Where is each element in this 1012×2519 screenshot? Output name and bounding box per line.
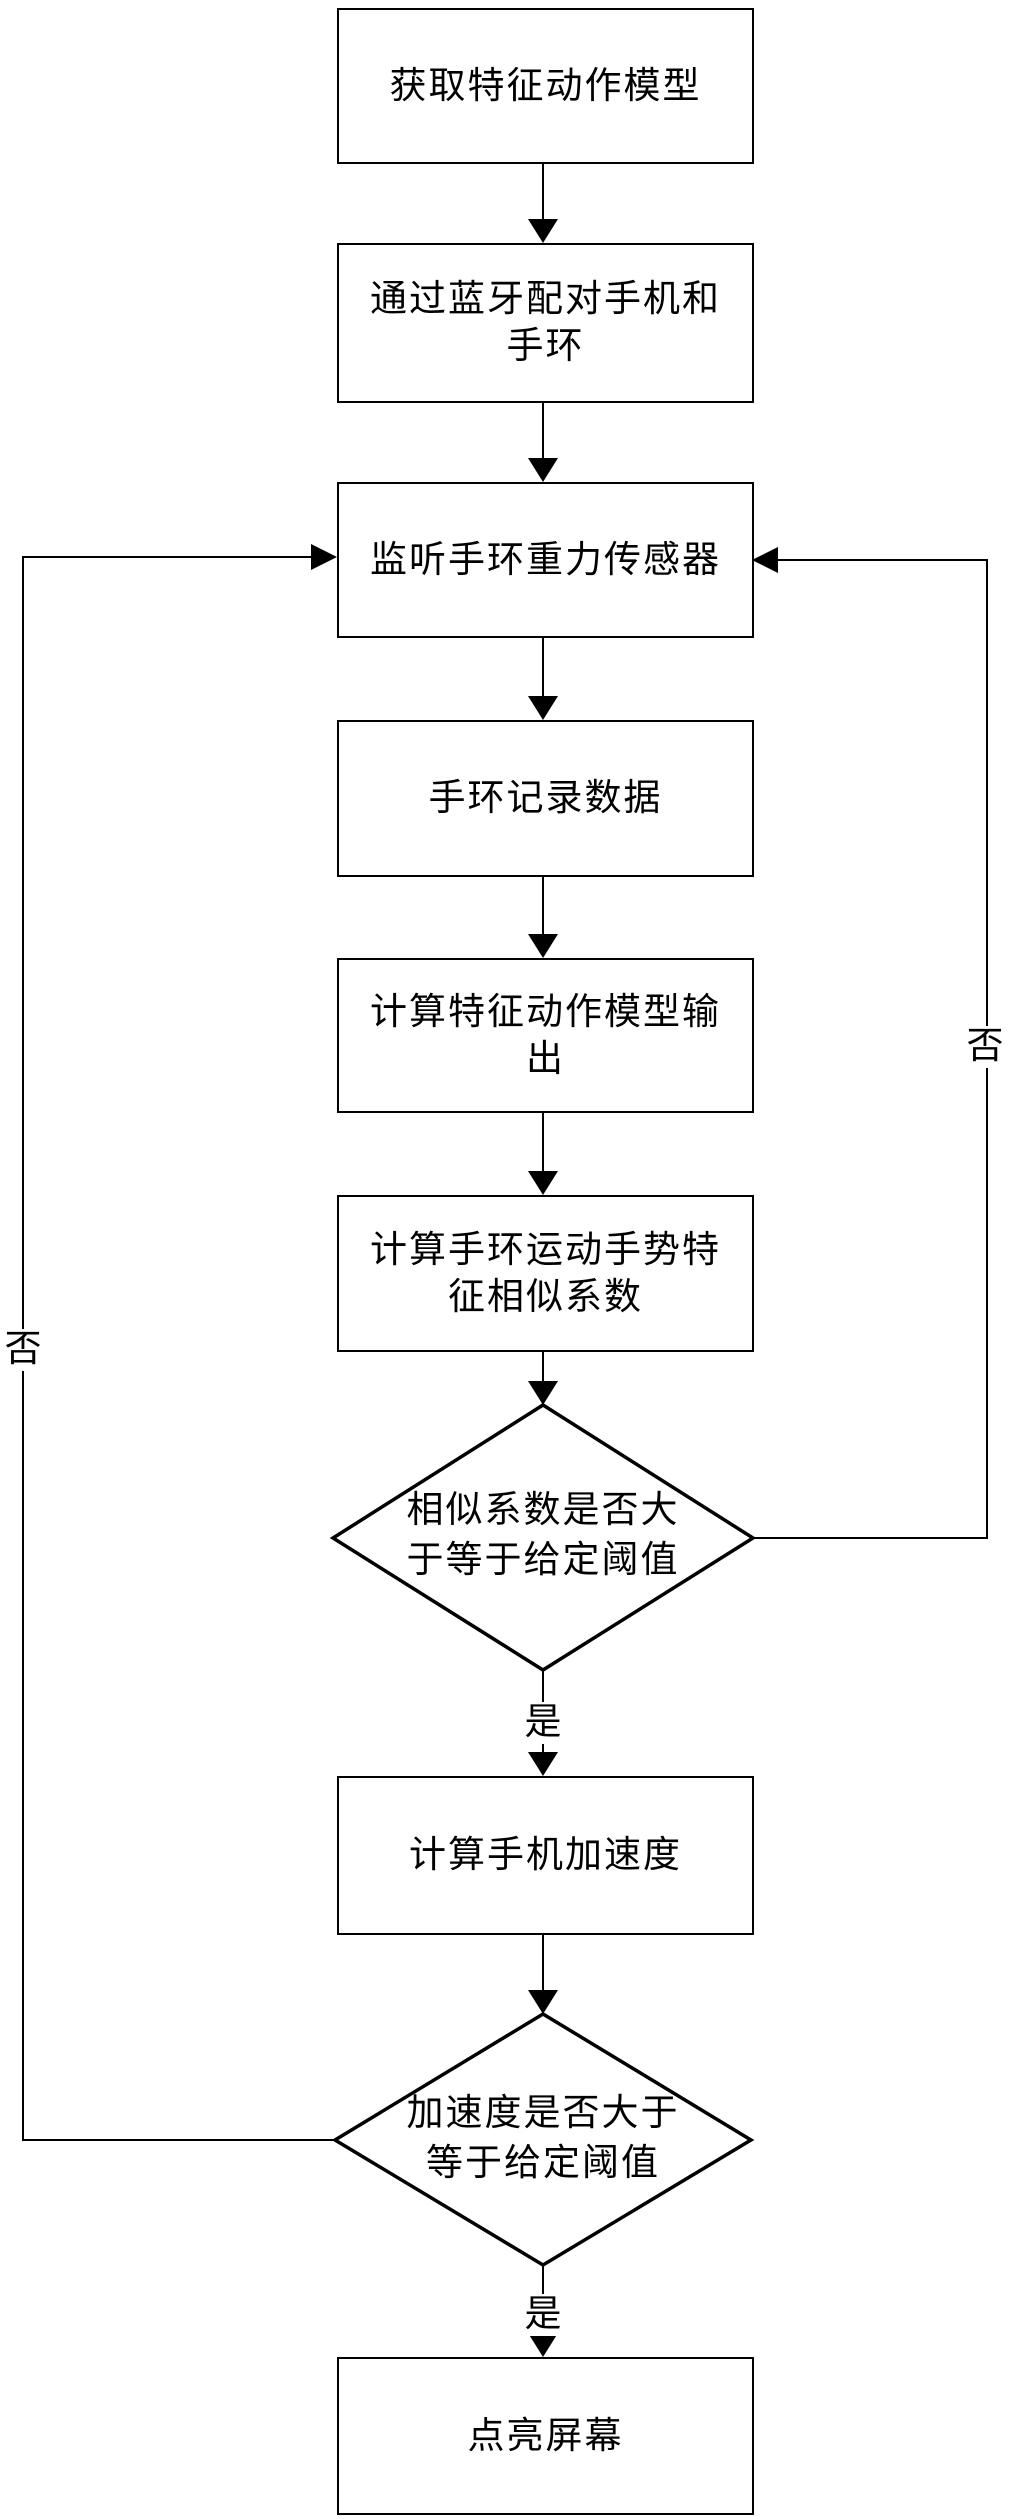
arrowhead-into-similarity [528, 1171, 558, 1195]
edge-label-similarity-yes: 是 [522, 1702, 564, 1744]
node-bluetooth-pair: 通过蓝牙配对手机和 手环 [337, 243, 754, 403]
node-compute-acceleration: 计算手机加速度 [337, 1776, 754, 1935]
edge-label-acceleration-no: 否 [2, 1329, 44, 1371]
arrowhead-into-decision1 [528, 1381, 558, 1405]
arrowhead-into-acceleration [528, 1752, 558, 1776]
node-bluetooth-pair-text-line2: 手环 [506, 326, 585, 367]
decision-acceleration-text-line2: 等于给定阈值 [426, 2143, 660, 2184]
arrowhead-into-monitor-left [311, 544, 337, 570]
arrowhead-into-model-output [528, 934, 558, 958]
node-light-screen: 点亮屏幕 [337, 2357, 754, 2515]
arrowhead-into-monitor-top [528, 458, 558, 482]
node-compute-similarity: 计算手环运动手势特 征相似系数 [337, 1195, 754, 1352]
node-get-model-text: 获取特征动作模型 [389, 65, 702, 107]
arrowhead-into-record [528, 696, 558, 720]
node-compute-similarity-text-line2: 征相似系数 [448, 1276, 643, 1318]
node-monitor-sensor-text: 监听手环重力传感器 [370, 539, 721, 581]
decision-acceleration-text-line1: 加速度是否大于 [406, 2093, 680, 2134]
arrowhead-into-monitor-right [752, 547, 778, 573]
loop-acceleration-no [22, 556, 337, 2141]
node-compute-model-output: 计算特征动作模型输 出 [337, 958, 754, 1113]
node-compute-acceleration-text: 计算手机加速度 [409, 1835, 682, 1876]
decision-acceleration-text: 加速度是否大于 等于给定阈值 [343, 2089, 743, 2189]
decision-acceleration-shape [331, 2011, 755, 2268]
node-compute-similarity-text-line1: 计算手环运动手势特 [370, 1229, 721, 1271]
arrowhead-into-decision2 [528, 1990, 558, 2014]
arrowhead-into-pair [528, 219, 558, 243]
node-compute-model-output-text-line1: 计算特征动作模型输 [370, 991, 721, 1033]
node-band-record-text: 手环记录数据 [428, 778, 663, 819]
edge-label-similarity-no: 否 [964, 1026, 1006, 1068]
edge-label-acceleration-yes: 是 [522, 2294, 564, 2336]
node-band-record: 手环记录数据 [337, 720, 754, 877]
decision-similarity-text: 相似系数是否大 于等于给定阈值 [343, 1486, 743, 1586]
decision-similarity-text-line2: 于等于给定阈值 [406, 1540, 680, 1581]
node-compute-model-output-text-line2: 出 [526, 1038, 565, 1080]
node-monitor-sensor: 监听手环重力传感器 [337, 482, 754, 638]
loop-similarity-no [750, 559, 988, 1539]
decision-similarity-shape [329, 1402, 757, 1673]
node-get-model: 获取特征动作模型 [337, 8, 754, 164]
node-light-screen-text: 点亮屏幕 [467, 2415, 624, 2457]
node-bluetooth-pair-text-line1: 通过蓝牙配对手机和 [370, 279, 721, 320]
arrowhead-into-light [528, 2333, 558, 2357]
decision-similarity-text-line1: 相似系数是否大 [406, 1490, 680, 1531]
